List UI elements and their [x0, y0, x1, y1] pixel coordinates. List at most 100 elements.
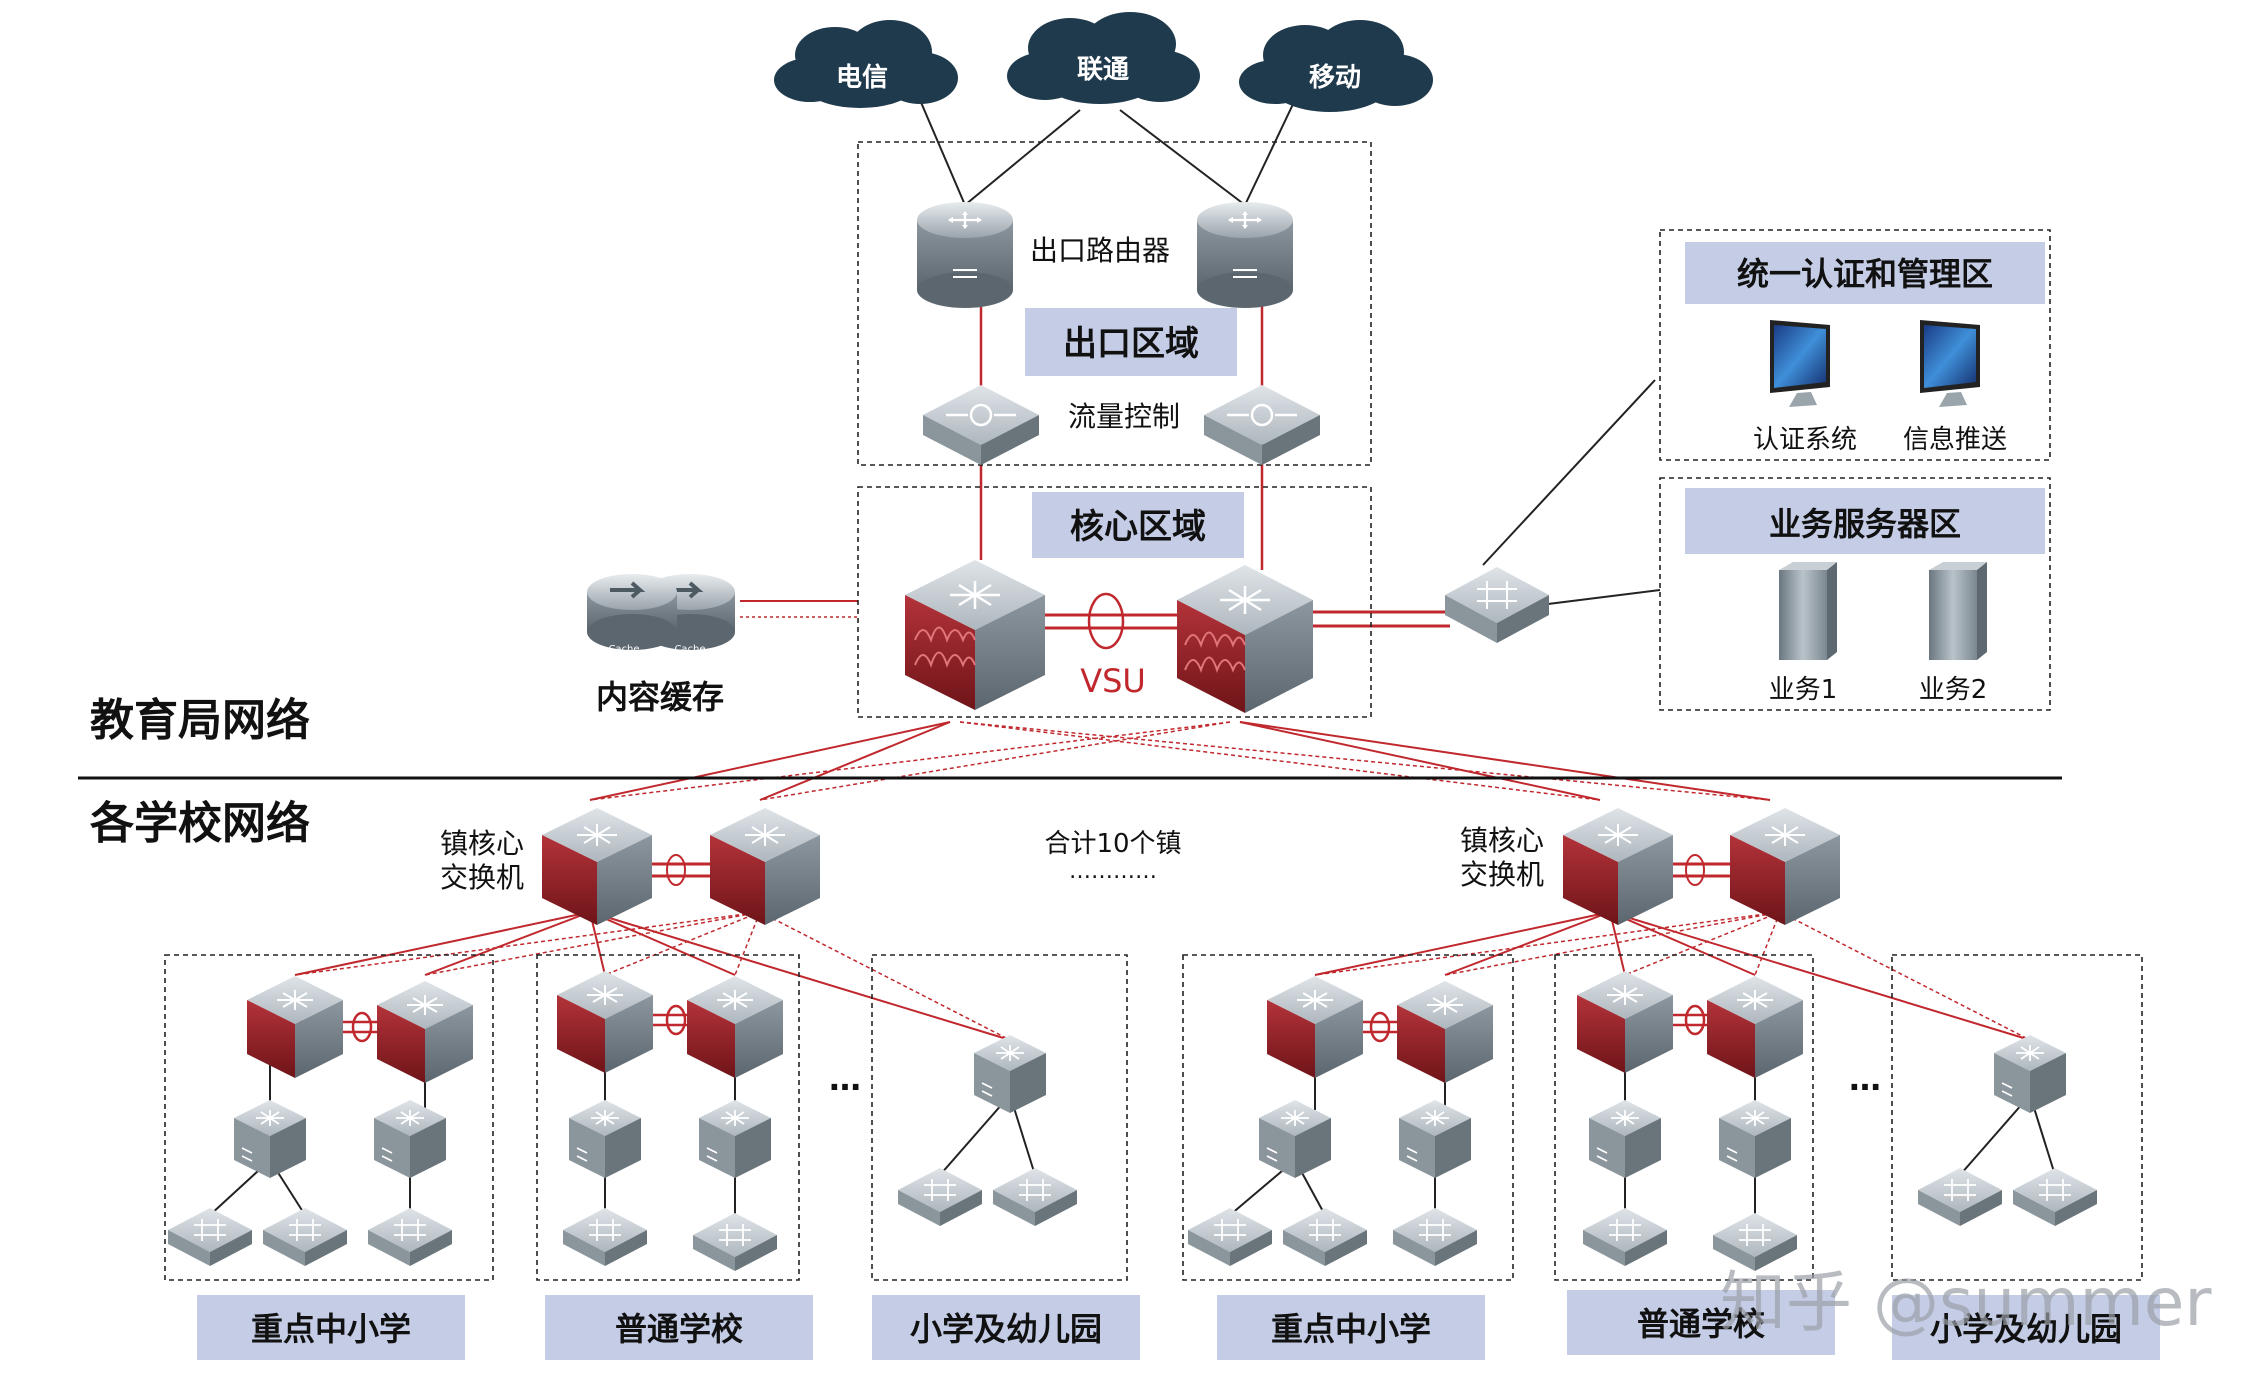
access-switch-icon [1719, 1100, 1791, 1178]
service-item-label: 业务2 [1919, 675, 1988, 705]
svg-text:Cache: Cache [608, 644, 639, 655]
cloud-unicom [1007, 12, 1200, 104]
terminal-switch-icon [993, 1168, 1077, 1226]
terminal-switch-icon [693, 1213, 777, 1271]
router-icon [1197, 202, 1293, 308]
school-box-3 [871, 954, 1128, 1281]
content-cache-label: 内容缓存 [596, 678, 724, 716]
cloud-telecom [774, 20, 958, 108]
access-switch-icon [234, 1100, 306, 1178]
monitor-icon [1770, 320, 1830, 407]
terminal-switch-icon [563, 1208, 647, 1266]
core-switch-icon [1177, 565, 1313, 713]
core-zone-box [857, 486, 1372, 718]
school-box-2 [536, 954, 800, 1281]
access-switch-icon [974, 1035, 1046, 1113]
school-core-switch-icon [1707, 976, 1803, 1078]
school-group-label: 重点中小学 [1271, 1310, 1431, 1348]
core-zone-title-bg [1032, 492, 1244, 558]
access-switch-icon [1589, 1100, 1661, 1178]
school-core-switch-icon [1577, 971, 1673, 1073]
auth-item-label: 认证系统 [1753, 425, 1857, 455]
cache-server-icon: Cache Cache [587, 574, 735, 655]
zone-boxes [164, 141, 2143, 1281]
town-core-label-right-2: 交换机 [1460, 858, 1544, 891]
auth-zone-title: 统一认证和管理区 [1737, 255, 1993, 293]
group-ellipsis: … [829, 1060, 861, 1098]
town-core-label-left-2: 交换机 [440, 861, 524, 894]
monitor-icon [1920, 320, 1980, 407]
aggregation-switch-icon [1445, 567, 1549, 643]
router-icon [917, 202, 1013, 308]
school-core-switch-icon [247, 976, 343, 1078]
terminal-switch-icon [1583, 1208, 1667, 1266]
core-zone-title: 核心区域 [1070, 507, 1206, 547]
cloud-label-unicom: 联通 [1077, 55, 1129, 85]
school-group-label: 重点中小学 [251, 1310, 411, 1348]
terminal-switch-icon [368, 1208, 452, 1266]
school-box-4 [1182, 954, 1514, 1281]
school-core-switch-icon [377, 981, 473, 1083]
traffic-control-label: 流量控制 [1068, 400, 1180, 433]
access-switch-icon [374, 1100, 446, 1178]
server-tower-icon [1929, 562, 1987, 660]
group-ellipsis: … [1849, 1060, 1881, 1098]
access-switch-icon [1994, 1035, 2066, 1113]
vsu-label: VSU [1080, 662, 1146, 700]
school-core-switch-icon [687, 976, 783, 1078]
school-network-label: 各学校网络 [90, 798, 310, 849]
traffic-control-icon [1204, 385, 1320, 465]
school-group-label: 普通学校 [615, 1310, 743, 1348]
access-switch-icon [699, 1100, 771, 1178]
school-devices [168, 971, 2097, 1271]
terminal-switch-icon [1713, 1213, 1797, 1271]
cloud-mobile [1239, 20, 1433, 112]
cloud-label-mobile: 移动 [1309, 63, 1361, 93]
terminal-switch-icon [1393, 1208, 1477, 1266]
auth-zone-title-bg [1685, 242, 2045, 304]
cloud-label-telecom: 电信 [836, 63, 888, 93]
traffic-control-icon [923, 385, 1039, 465]
terminal-switch-icon [263, 1208, 347, 1266]
auth-zone-box [1659, 229, 2051, 461]
server-tower-icon [1779, 562, 1837, 660]
school-box-5 [1554, 954, 1814, 1281]
exit-zone-title: 出口区域 [1063, 324, 1199, 364]
terminal-switch-icon [1283, 1208, 1367, 1266]
school-box-1 [164, 954, 494, 1281]
school-core-switch-icon [1267, 976, 1363, 1078]
auth-item-label: 信息推送 [1903, 425, 2007, 455]
svg-text:Cache: Cache [674, 644, 705, 655]
access-switch-icon [569, 1100, 641, 1178]
school-group-label: 普通学校 [1637, 1305, 1765, 1343]
town-core-label-left-1: 镇核心 [440, 827, 524, 860]
school-core-switch-icon [557, 971, 653, 1073]
exit-zone-title-bg [1025, 308, 1237, 376]
town-core-switches-right [1563, 808, 1840, 925]
town-core-switches-left [542, 808, 820, 925]
terminal-switch-icon [168, 1208, 252, 1266]
school-box-6 [1891, 954, 2143, 1281]
isp-clouds [774, 12, 1433, 112]
service-zone-title: 业务服务器区 [1769, 505, 1961, 543]
school-group-label: 小学及幼儿园 [1930, 1310, 2122, 1348]
service-item-label: 业务1 [1769, 675, 1838, 705]
router-label: 出口路由器 [1030, 234, 1170, 267]
terminal-switch-icon [1918, 1168, 2002, 1226]
connection-lines [294, 99, 2031, 1041]
bureau-network-label: 教育局网络 [90, 695, 310, 746]
terminal-switch-icon [1188, 1208, 1272, 1266]
access-switch-icon [1399, 1100, 1471, 1178]
town-total-label: 合计10个镇 [1044, 829, 1181, 859]
exit-zone-box [857, 141, 1372, 466]
school-group-label: 小学及幼儿园 [910, 1310, 1102, 1348]
core-switch-icon [905, 560, 1045, 710]
terminal-switch-icon [898, 1168, 982, 1226]
watermark: 知乎 @summer [1720, 1264, 2212, 1341]
school-core-switch-icon [1397, 981, 1493, 1083]
town-total-dots: ………… [1069, 859, 1157, 884]
school-group-labels: 重点中小学 普通学校 小学及幼儿园 重点中小学 普通学校 小学及幼儿园 [197, 1290, 2160, 1360]
terminal-switch-icon [2013, 1168, 2097, 1226]
